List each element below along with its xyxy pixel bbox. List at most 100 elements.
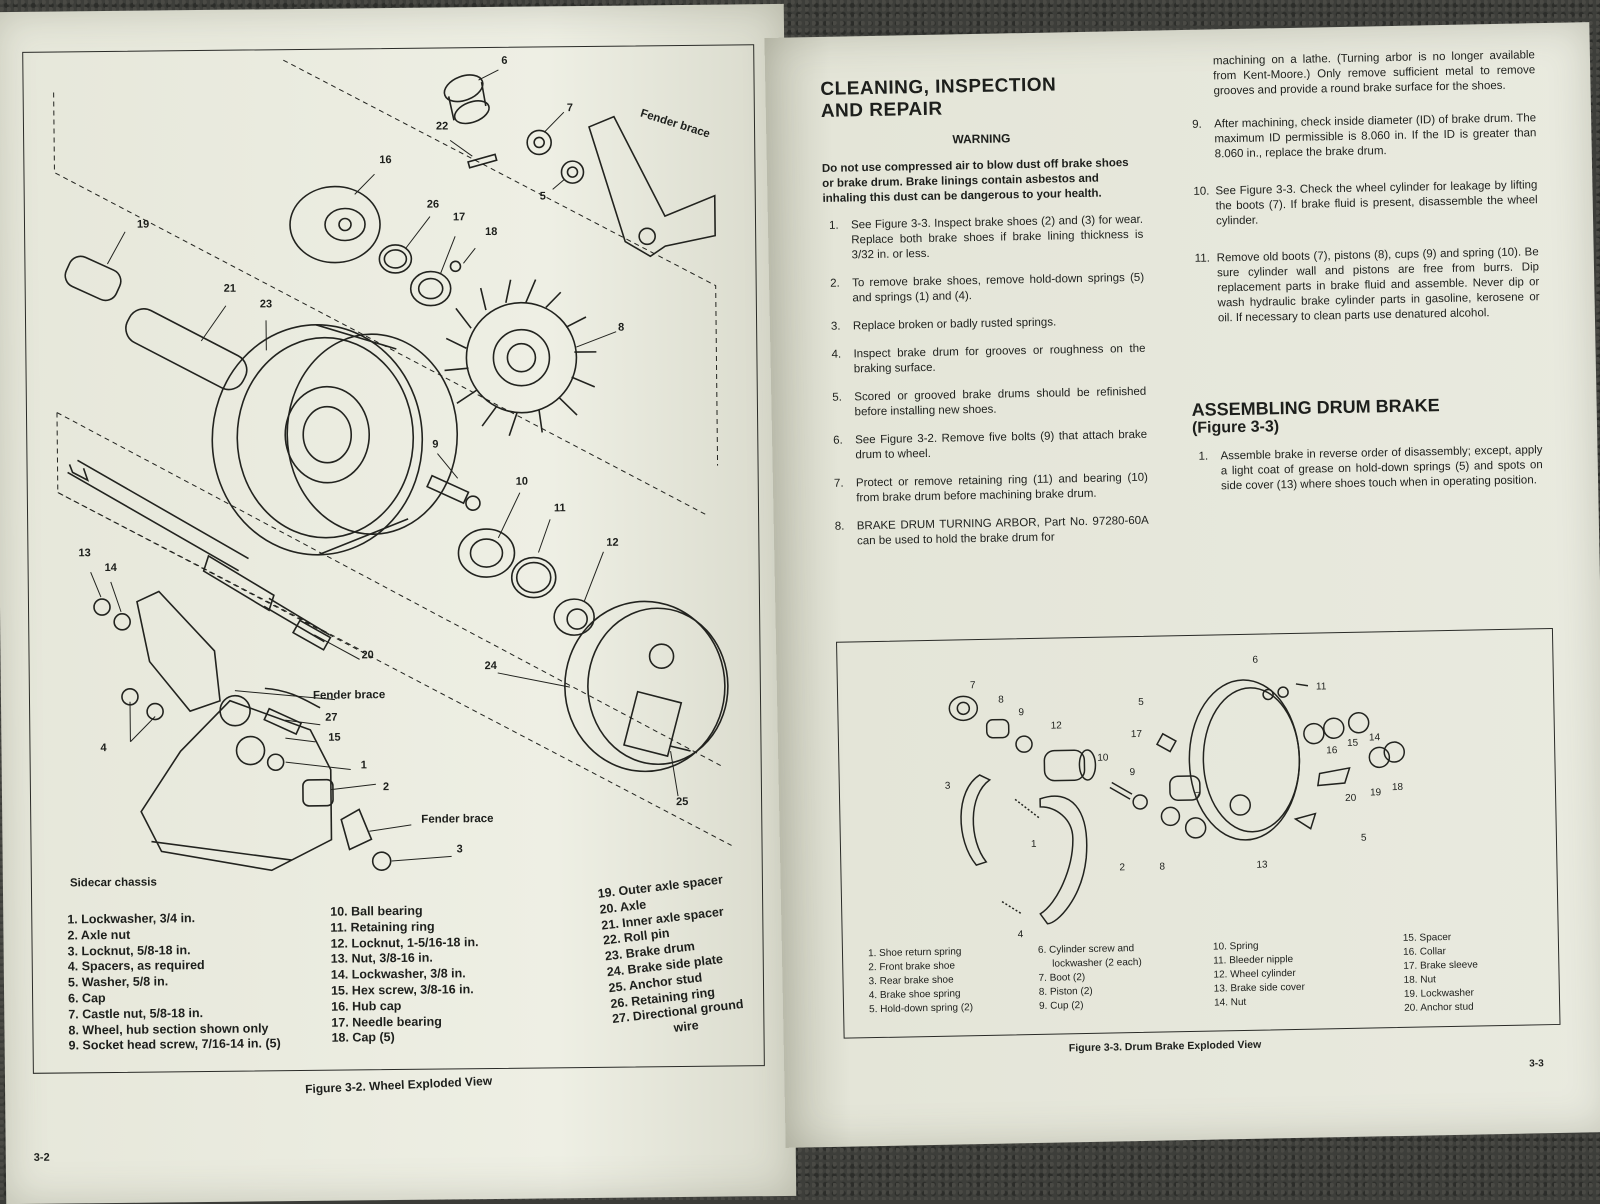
callout-5b: 5	[1360, 832, 1367, 844]
legend-column-1: 1. Lockwasher, 3/4 in. 2. Axle nut 3. Lo…	[67, 910, 281, 1054]
step-item: 6.See Figure 3-2. Remove five bolts (9) …	[833, 428, 1148, 462]
callout-7a: 7	[969, 680, 976, 692]
callout-18: 18	[1391, 781, 1404, 794]
callout-12: 12	[1050, 720, 1062, 732]
legend-item: 9. Cup (2)	[1038, 1000, 1084, 1012]
legend-item: 12. Locknut, 1-5/16-18 in.	[330, 934, 479, 951]
axle-20	[67, 459, 332, 651]
callout-13: 13	[78, 547, 91, 560]
legend-column-3: 19. Outer axle spacer 20. Axle 21. Inner…	[597, 872, 746, 1044]
callout-4: 4	[100, 742, 107, 755]
continued-text: machining on a lathe. (Turning arbor is …	[1212, 49, 1536, 98]
callout-25: 25	[676, 795, 689, 809]
legend-item: 15. Hex screw, 3/8-16 in.	[330, 982, 474, 998]
callout-6: 6	[501, 54, 508, 67]
callout-13: 13	[1256, 859, 1268, 871]
callout-1: 1	[360, 759, 367, 772]
callout-8a: 8	[998, 694, 1004, 706]
legend-item: 18. Nut	[1403, 974, 1436, 986]
figure-3-3-frame: 7 8 9 12 5 17 10 9 6 11 16 15 14 20 19 1…	[836, 627, 1561, 1039]
brake-side-plate-24	[564, 600, 729, 773]
callout-27: 27	[325, 711, 338, 724]
fender-brace-mid-label: Fender brace	[312, 689, 386, 702]
callout-2: 2	[382, 781, 390, 794]
callout-20: 20	[1345, 792, 1357, 805]
callout-22: 22	[435, 120, 449, 133]
step-item: 11.Remove old boots (7), pistons (8), cu…	[1194, 246, 1540, 325]
callout-5: 5	[539, 190, 546, 203]
steps-list-2: 9.After machining, check inside diameter…	[1186, 111, 1540, 327]
callout-11: 11	[1315, 681, 1327, 693]
wheel-hub-8	[444, 279, 597, 437]
fig3-legend-col-1: 1. Shoe return spring 2. Front brake sho…	[868, 945, 973, 1017]
callout-21: 21	[223, 282, 237, 295]
legend-item: 9. Socket head screw, 7/16-14 in. (5)	[68, 1036, 281, 1053]
callout-19: 19	[136, 218, 150, 231]
step-item: 9.After machining, check inside diameter…	[1192, 112, 1537, 161]
wheel-exploded-diagram	[53, 59, 732, 872]
callout-23: 23	[259, 298, 273, 311]
cap-6	[443, 74, 490, 125]
callout-15: 15	[328, 731, 341, 744]
legend-item: 13. Nut, 3/8-16 in.	[330, 951, 433, 967]
step-item: 4.Inspect brake drum for grooves or roug…	[831, 342, 1146, 376]
callout-9: 9	[432, 438, 439, 451]
callout-26: 26	[426, 198, 440, 211]
steps-list-1: 1.See Figure 3-3. Inspect brake shoes (2…	[823, 213, 1149, 550]
left-page: 6 7 22 5 Fender brace 16 26 17 18 19 21 …	[0, 3, 797, 1204]
callout-3: 3	[456, 843, 463, 856]
callout-14: 14	[1368, 732, 1381, 744]
callout-8b: 8	[1159, 861, 1166, 873]
text-column-1: CLEANING, INSPECTION AND REPAIR WARNING …	[820, 73, 1149, 563]
figure-3-2-caption: Figure 3-2. Wheel Exploded View	[304, 1073, 493, 1097]
callout-10: 10	[1097, 752, 1109, 764]
sidecar-chassis-label: Sidecar chassis	[69, 876, 157, 890]
callout-1: 1	[1030, 838, 1037, 851]
fig3-legend-col-2: 6. Cylinder screw and lockwasher (2 each…	[1038, 942, 1143, 1014]
callout-10: 10	[515, 475, 529, 488]
brake-drum-23	[211, 324, 459, 556]
steps-list-3: 1.Assemble brake in reverse order of dis…	[1192, 443, 1543, 495]
callout-16: 16	[379, 154, 392, 167]
step-item: 5.Scored or grooved brake drums should b…	[832, 385, 1147, 419]
text-column-2: machining on a lathe. (Turning arbor is …	[1185, 48, 1544, 508]
legend-item: 17. Needle bearing	[331, 1014, 442, 1030]
legend-item: 1. Shoe return spring	[867, 946, 962, 960]
callout-3: 3	[944, 780, 951, 792]
legend-item: 19. Lockwasher	[1403, 987, 1475, 1000]
warning-text: Do not use compressed air to blow dust o…	[821, 157, 1129, 205]
callout-9a: 9	[1018, 707, 1025, 719]
callout-24: 24	[484, 659, 497, 673]
legend-item: 5. Hold-down spring (2)	[868, 1002, 974, 1016]
step-item: 2.To remove brake shoes, remove hold-dow…	[830, 271, 1145, 305]
legend-column-2: 10. Ball bearing 11. Retaining ring 12. …	[330, 903, 479, 1047]
callout-17: 17	[1130, 728, 1143, 741]
figure-3-2-frame: 6 7 22 5 Fender brace 16 26 17 18 19 21 …	[22, 44, 765, 1074]
legend-item: 13. Brake side cover	[1213, 981, 1306, 995]
callout-7: 7	[566, 102, 574, 115]
callout-9b: 9	[1129, 767, 1136, 779]
legend-item: 16. Hub cap	[331, 998, 402, 1014]
fender-brace-low-label: Fender brace	[421, 812, 494, 826]
callout-7b: 7	[1194, 790, 1201, 802]
fig3-legend-col-4: 15. Spacer 16. Collar 17. Brake sleeve 1…	[1403, 931, 1479, 1016]
step-item: 8.BRAKE DRUM TURNING ARBOR, Part No. 972…	[834, 514, 1149, 548]
callout-19: 19	[1369, 787, 1382, 799]
legend-item: 14. Lockwasher, 3/8 in.	[330, 966, 466, 982]
step-item: 1.See Figure 3-3. Inspect brake shoes (2…	[828, 213, 1144, 262]
callout-15: 15	[1346, 737, 1359, 749]
dashed-guides	[53, 59, 732, 846]
legend-item: 14. Nut	[1213, 996, 1247, 1009]
left-page-number: 3-2	[33, 1151, 50, 1164]
right-page-number: 3-3	[1529, 1058, 1544, 1070]
callout-18: 18	[485, 225, 498, 239]
callout-6: 6	[1252, 654, 1259, 666]
legend-item: 17. Brake sleeve	[1403, 959, 1478, 972]
legend-item: 18. Cap (5)	[331, 1030, 395, 1046]
callout-5a: 5	[1138, 696, 1144, 708]
step-item: 1.Assemble brake in reverse order of dis…	[1198, 444, 1543, 493]
sidecar-chassis	[140, 694, 333, 872]
callout-14: 14	[104, 561, 117, 575]
callout-12: 12	[606, 536, 619, 549]
legend-item: 15. Spacer	[1402, 932, 1452, 944]
